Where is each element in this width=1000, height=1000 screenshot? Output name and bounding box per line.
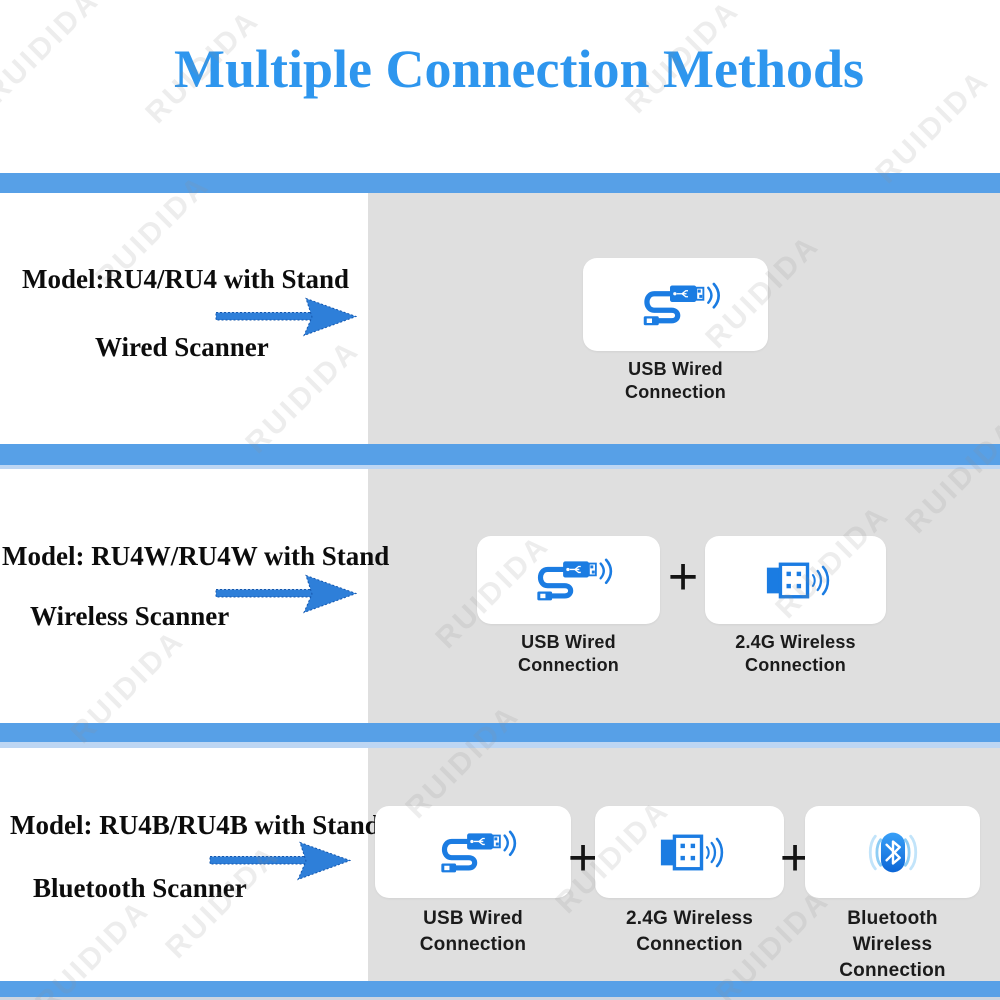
page-title: Multiple Connection Methods	[173, 39, 864, 99]
separator-bar	[0, 173, 1000, 193]
right-arrow-icon	[215, 574, 357, 614]
dongle-2_4g-icon	[766, 562, 829, 598]
label-line: 2.4G Wireless	[735, 632, 856, 652]
row1-usb-wired-card	[583, 258, 768, 351]
bottom-bar-underline	[0, 997, 1000, 1000]
row3-type-text: Bluetooth Scanner	[33, 873, 247, 903]
plus-sign: +	[667, 548, 699, 606]
bottom-bar	[0, 981, 1000, 997]
label-line: USB Wired	[521, 632, 616, 652]
plus-sign: +	[567, 829, 599, 887]
label-line: Connection	[518, 655, 619, 675]
separator-bar	[0, 444, 1000, 465]
row1-usb-wired-label: USB Wired Connection	[583, 358, 768, 404]
row3-bluetooth-label: Bluetooth Wireless Connection	[805, 906, 980, 984]
row2-24g-wireless-label: 2.4G Wireless Connection	[705, 631, 886, 677]
label-line: Connection	[419, 934, 527, 955]
label-line: USB Wired	[628, 359, 723, 379]
usb-cable-icon	[536, 558, 612, 600]
right-arrow-icon	[209, 841, 351, 881]
label-line: 2.4G Wireless	[625, 908, 754, 929]
label-line: Connection	[625, 382, 726, 402]
right-arrow-icon	[215, 297, 357, 337]
row2-usb-wired-card	[477, 536, 660, 624]
row3-24g-wireless-label: 2.4G Wireless Connection	[595, 906, 784, 958]
label-line: Connection	[839, 960, 946, 981]
usb-cable-icon	[441, 830, 517, 872]
dongle-2_4g-icon	[660, 834, 723, 870]
row2-model-text: Model: RU4W/RU4W with Stand	[2, 541, 390, 571]
row3-24g-wireless-card	[595, 806, 784, 898]
row1-type-text: Wired Scanner	[95, 332, 269, 362]
row3-usb-wired-card	[375, 806, 571, 898]
label-line: Bluetooth Wireless	[847, 908, 938, 955]
label-line: USB Wired	[423, 908, 523, 929]
usb-cable-icon	[643, 282, 720, 325]
row3-model-text: Model: RU4B/RU4B with Stand	[10, 810, 380, 840]
row1-model-text: Model:RU4/RU4 with Stand	[22, 264, 350, 294]
row2-24g-wireless-card	[705, 536, 886, 624]
row2-gray-panel	[368, 469, 1000, 723]
separator-bar	[0, 723, 1000, 742]
separator-bar-underline	[0, 465, 1000, 469]
row3-usb-wired-label: USB Wired Connection	[375, 906, 571, 958]
row2-type-text: Wireless Scanner	[30, 601, 230, 631]
row2-usb-wired-label: USB Wired Connection	[477, 631, 660, 677]
label-line: Connection	[636, 934, 743, 955]
label-line: Connection	[745, 655, 846, 675]
bluetooth-icon	[868, 832, 917, 872]
separator-bar-underline	[0, 742, 1000, 748]
row3-bluetooth-card	[805, 806, 980, 898]
